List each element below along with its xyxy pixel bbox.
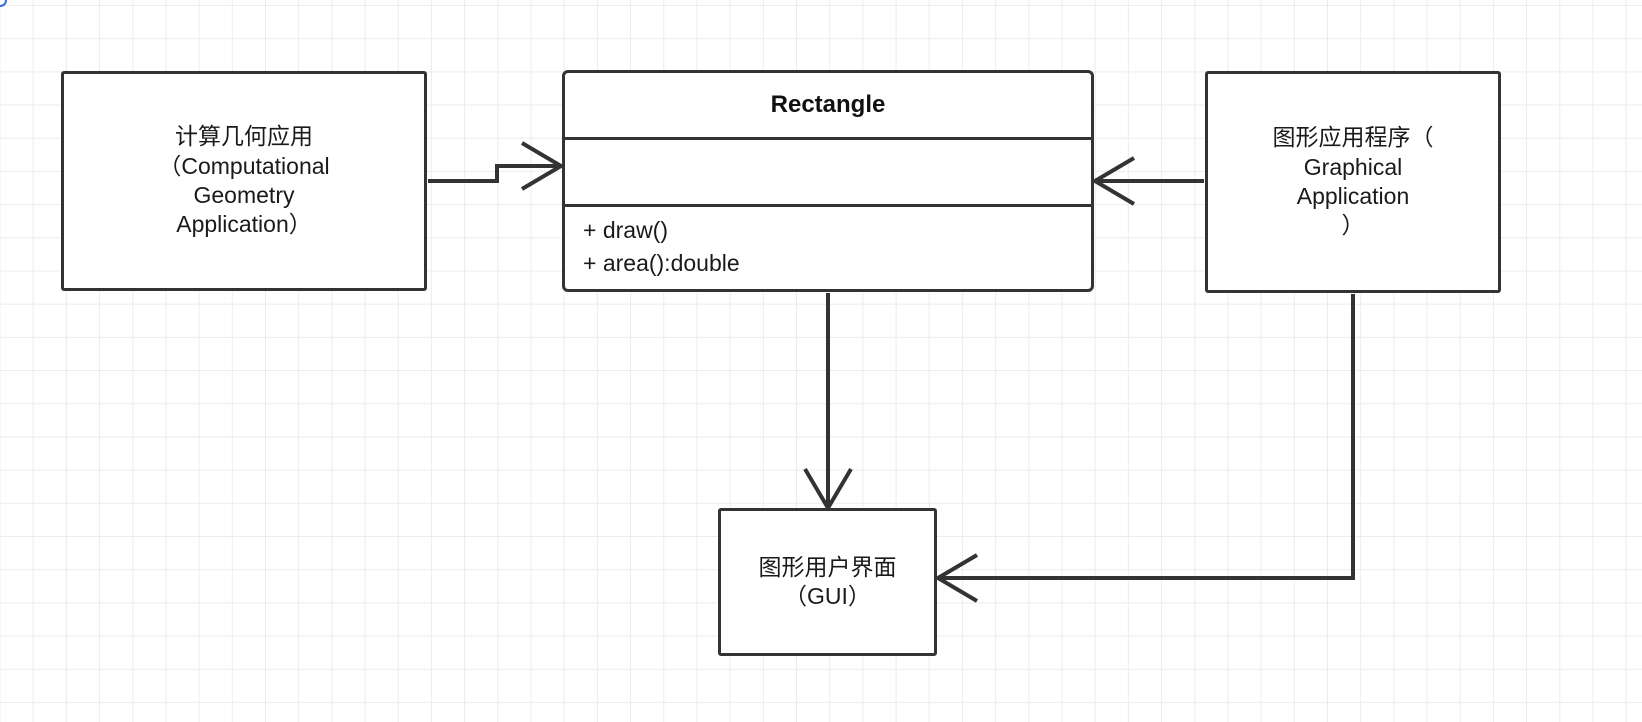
connector-ga-to-gui xyxy=(934,294,1355,603)
rectangle-class-attributes-compartment[interactable] xyxy=(565,140,1091,207)
node-computational-geometry-application-label: 计算几何应用 （Computational Geometry Applicati… xyxy=(158,123,330,238)
rectangle-class-methods-compartment[interactable]: + draw() + area():double xyxy=(565,207,1091,289)
node-rectangle-class[interactable]: Rectangle + draw() + area():double xyxy=(562,70,1094,292)
connector-cga-to-rectangle xyxy=(428,141,565,191)
node-graphical-application[interactable]: 图形应用程序（ Graphical Application ） xyxy=(1205,71,1501,293)
node-gui-label: 图形用户界面 （GUI） xyxy=(758,553,897,609)
connector-rectangle-to-gui xyxy=(803,293,853,512)
rectangle-class-method: + area():double xyxy=(583,250,740,277)
node-computational-geometry-application[interactable]: 计算几何应用 （Computational Geometry Applicati… xyxy=(61,71,427,291)
rectangle-class-title: Rectangle xyxy=(565,73,1091,140)
node-graphical-application-label: 图形应用程序（ Graphical Application ） xyxy=(1272,124,1434,239)
node-gui[interactable]: 图形用户界面 （GUI） xyxy=(718,508,937,656)
connector-ga-to-rectangle xyxy=(1091,156,1204,206)
selection-handle-bottom[interactable] xyxy=(0,0,7,7)
rectangle-class-method: + draw() xyxy=(583,217,668,243)
